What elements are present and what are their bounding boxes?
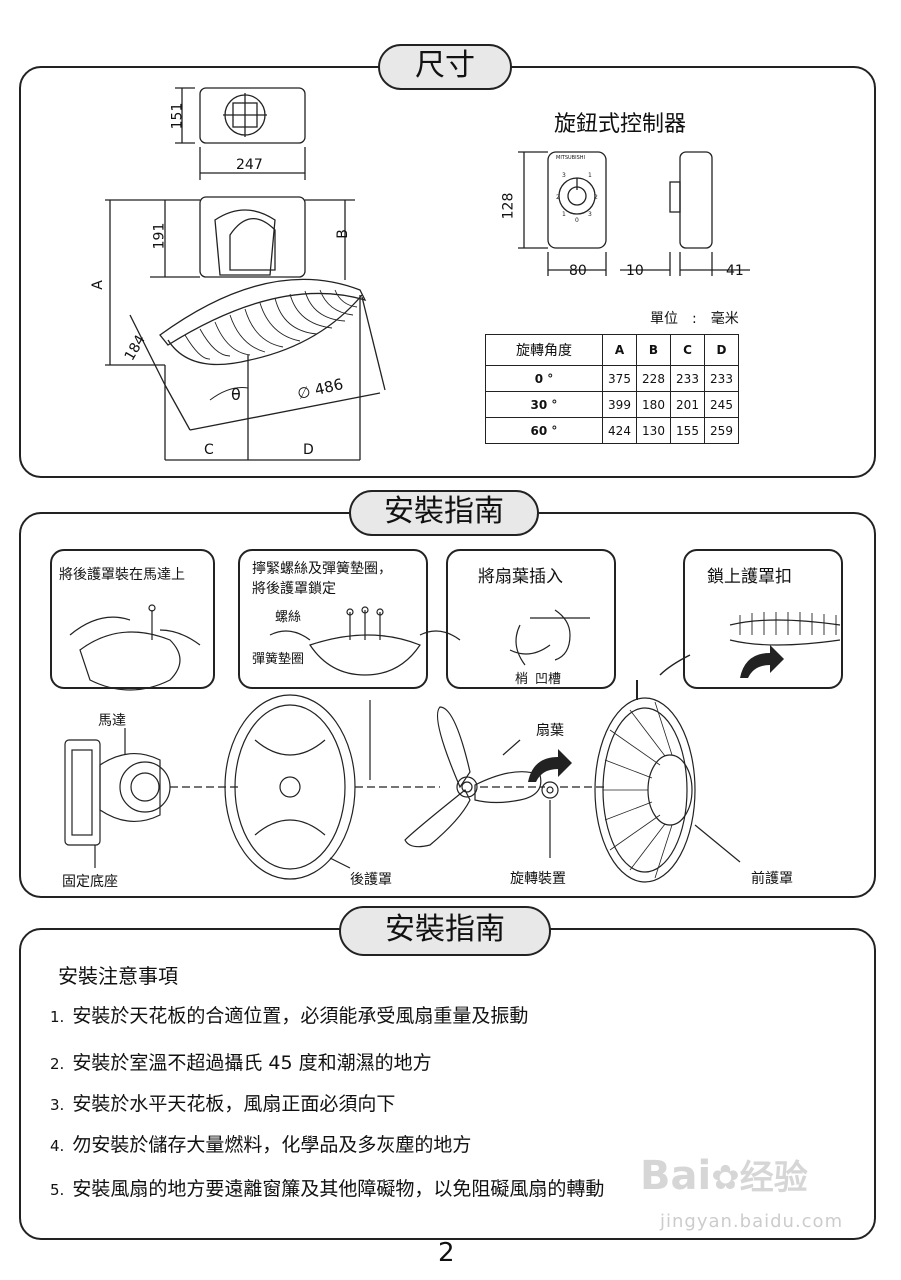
step-box-3 bbox=[446, 549, 616, 689]
list-item: 4. 勿安裝於儲存大量燃料，化學品及多灰塵的地方 bbox=[50, 1130, 471, 1157]
list-item-text: 安裝於水平天花板，風扇正面必須向下 bbox=[72, 1093, 396, 1115]
watermark-jingyan: 经验 bbox=[739, 1158, 808, 1198]
step-4-title: 鎖上護罩扣 bbox=[707, 567, 792, 587]
list-item-text: 安裝風扇的地方要遠離窗簾及其他障礙物，以免阻礙風扇的轉動 bbox=[72, 1178, 605, 1200]
table-cell: 375 bbox=[602, 365, 637, 392]
table-row: 30 ° 399 180 201 245 bbox=[485, 391, 739, 418]
table-cell: 424 bbox=[602, 417, 637, 444]
dim-theta: θ bbox=[231, 385, 241, 404]
step-3-title: 將扇葉插入 bbox=[478, 567, 563, 587]
step-2-title: 擰緊螺絲及彈簧墊圈， bbox=[252, 561, 392, 577]
notes-heading: 安裝注意事項 bbox=[58, 964, 178, 988]
install-illustrations bbox=[64, 604, 841, 883]
step-box-2 bbox=[238, 549, 428, 689]
list-item: 2. 安裝於室溫不超過攝氏 45 度和潮濕的地方 bbox=[50, 1048, 432, 1075]
svg-text:1: 1 bbox=[562, 211, 566, 218]
notes-tab: 安裝指南 bbox=[339, 906, 551, 956]
table-cell: 60 ° bbox=[485, 417, 603, 444]
dim-D: D bbox=[303, 442, 314, 458]
table-cell: 180 bbox=[636, 391, 671, 418]
dim-B: B bbox=[334, 229, 351, 239]
svg-text:0: 0 bbox=[575, 217, 579, 224]
notes-panel bbox=[19, 928, 876, 1240]
step-2-washer: 彈簧墊圈 bbox=[252, 652, 305, 667]
list-item-number: 4. bbox=[50, 1137, 65, 1155]
svg-text:3: 3 bbox=[562, 172, 566, 179]
controller-brand: MITSUBISHI bbox=[556, 155, 585, 161]
dim-C: C bbox=[204, 442, 214, 458]
controller-dim-128: 128 bbox=[500, 192, 517, 220]
list-item-number: 1. bbox=[50, 1008, 65, 1026]
table-cell: 30 ° bbox=[485, 391, 603, 418]
step-1-title: 將後護罩裝在馬達上 bbox=[59, 567, 185, 583]
list-item-text: 安裝於天花板的合適位置，必須能承受風扇重量及振動 bbox=[72, 1005, 529, 1027]
watermark-brand: Bai✿经验 bbox=[640, 1150, 808, 1199]
table-cell: 259 bbox=[704, 417, 739, 444]
part-front-guard: 前護罩 bbox=[751, 871, 793, 887]
step-2-title-line2: 將後護罩鎖定 bbox=[252, 581, 336, 597]
part-blade: 扇葉 bbox=[536, 723, 564, 739]
controller-title: 旋鈕式控制器 bbox=[554, 112, 687, 137]
table-cell: 233 bbox=[704, 365, 739, 392]
list-item-text: 安裝於室溫不超過攝氏 45 度和潮濕的地方 bbox=[72, 1052, 432, 1074]
watermark-bai: Bai bbox=[640, 1153, 712, 1199]
controller-dim-41: 41 bbox=[726, 263, 744, 279]
unit-label: 單位 : 毫米 bbox=[650, 311, 739, 327]
dim-247: 247 bbox=[236, 157, 263, 173]
dim-191: 191 bbox=[151, 222, 168, 250]
part-spinner: 旋轉裝置 bbox=[510, 871, 566, 887]
controller-dim-10: 10 bbox=[626, 263, 644, 279]
svg-text:3: 3 bbox=[588, 211, 592, 218]
part-base: 固定底座 bbox=[62, 874, 118, 890]
table-row: 0 ° 375 228 233 233 bbox=[485, 365, 739, 392]
table-cell: 130 bbox=[636, 417, 671, 444]
list-item: 3. 安裝於水平天花板，風扇正面必須向下 bbox=[50, 1089, 395, 1116]
table-cell: 228 bbox=[636, 365, 671, 392]
table-cell: 399 bbox=[602, 391, 637, 418]
part-rear-guard: 後護罩 bbox=[350, 872, 392, 888]
dim-151: 151 bbox=[169, 102, 186, 130]
page-number: 2 bbox=[438, 1238, 455, 1268]
part-motor: 馬達 bbox=[98, 713, 126, 729]
table-row: 60 ° 424 130 155 259 bbox=[485, 417, 739, 444]
paw-icon: ✿ bbox=[711, 1158, 740, 1198]
watermark-url: jingyan.baidu.com bbox=[660, 1211, 844, 1232]
table-header-A: A bbox=[602, 334, 637, 366]
svg-text:1: 1 bbox=[588, 172, 592, 179]
controller-drawing: 3 1 2 2 1 3 0 bbox=[518, 151, 750, 276]
svg-text:2: 2 bbox=[594, 194, 598, 201]
list-item-number: 3. bbox=[50, 1096, 65, 1114]
table-header-B: B bbox=[636, 334, 671, 366]
table-cell: 155 bbox=[670, 417, 705, 444]
table-header-angle: 旋轉角度 bbox=[485, 334, 603, 366]
controller-dim-80: 80 bbox=[569, 263, 587, 279]
dimensions-tab: 尺寸 bbox=[378, 44, 512, 90]
step-3-pin: 梢 bbox=[515, 672, 529, 687]
step-box-1 bbox=[50, 549, 215, 689]
list-item: 1. 安裝於天花板的合適位置，必須能承受風扇重量及振動 bbox=[50, 1001, 528, 1028]
list-item-number: 2. bbox=[50, 1055, 65, 1073]
list-item: 5. 安裝風扇的地方要遠離窗簾及其他障礙物，以免阻礙風扇的轉動 bbox=[50, 1174, 604, 1201]
table-cell: 0 ° bbox=[485, 365, 603, 392]
table-cell: 245 bbox=[704, 391, 739, 418]
step-3-groove: 凹槽 bbox=[535, 672, 562, 687]
table-cell: 233 bbox=[670, 365, 705, 392]
svg-text:2: 2 bbox=[556, 194, 560, 201]
fan-dimension-drawing bbox=[105, 87, 386, 461]
table-header-C: C bbox=[670, 334, 705, 366]
step-2-screw: 螺絲 bbox=[275, 610, 302, 625]
table-header-D: D bbox=[704, 334, 739, 366]
list-item-text: 勿安裝於儲存大量燃料，化學品及多灰塵的地方 bbox=[72, 1134, 472, 1156]
table-cell: 201 bbox=[670, 391, 705, 418]
install-guide-tab: 安裝指南 bbox=[349, 490, 539, 536]
list-item-number: 5. bbox=[50, 1181, 65, 1199]
dimension-table: 旋轉角度 A B C D 0 ° 375 228 233 233 30 ° 39… bbox=[485, 334, 739, 444]
dim-A: A bbox=[89, 280, 106, 290]
